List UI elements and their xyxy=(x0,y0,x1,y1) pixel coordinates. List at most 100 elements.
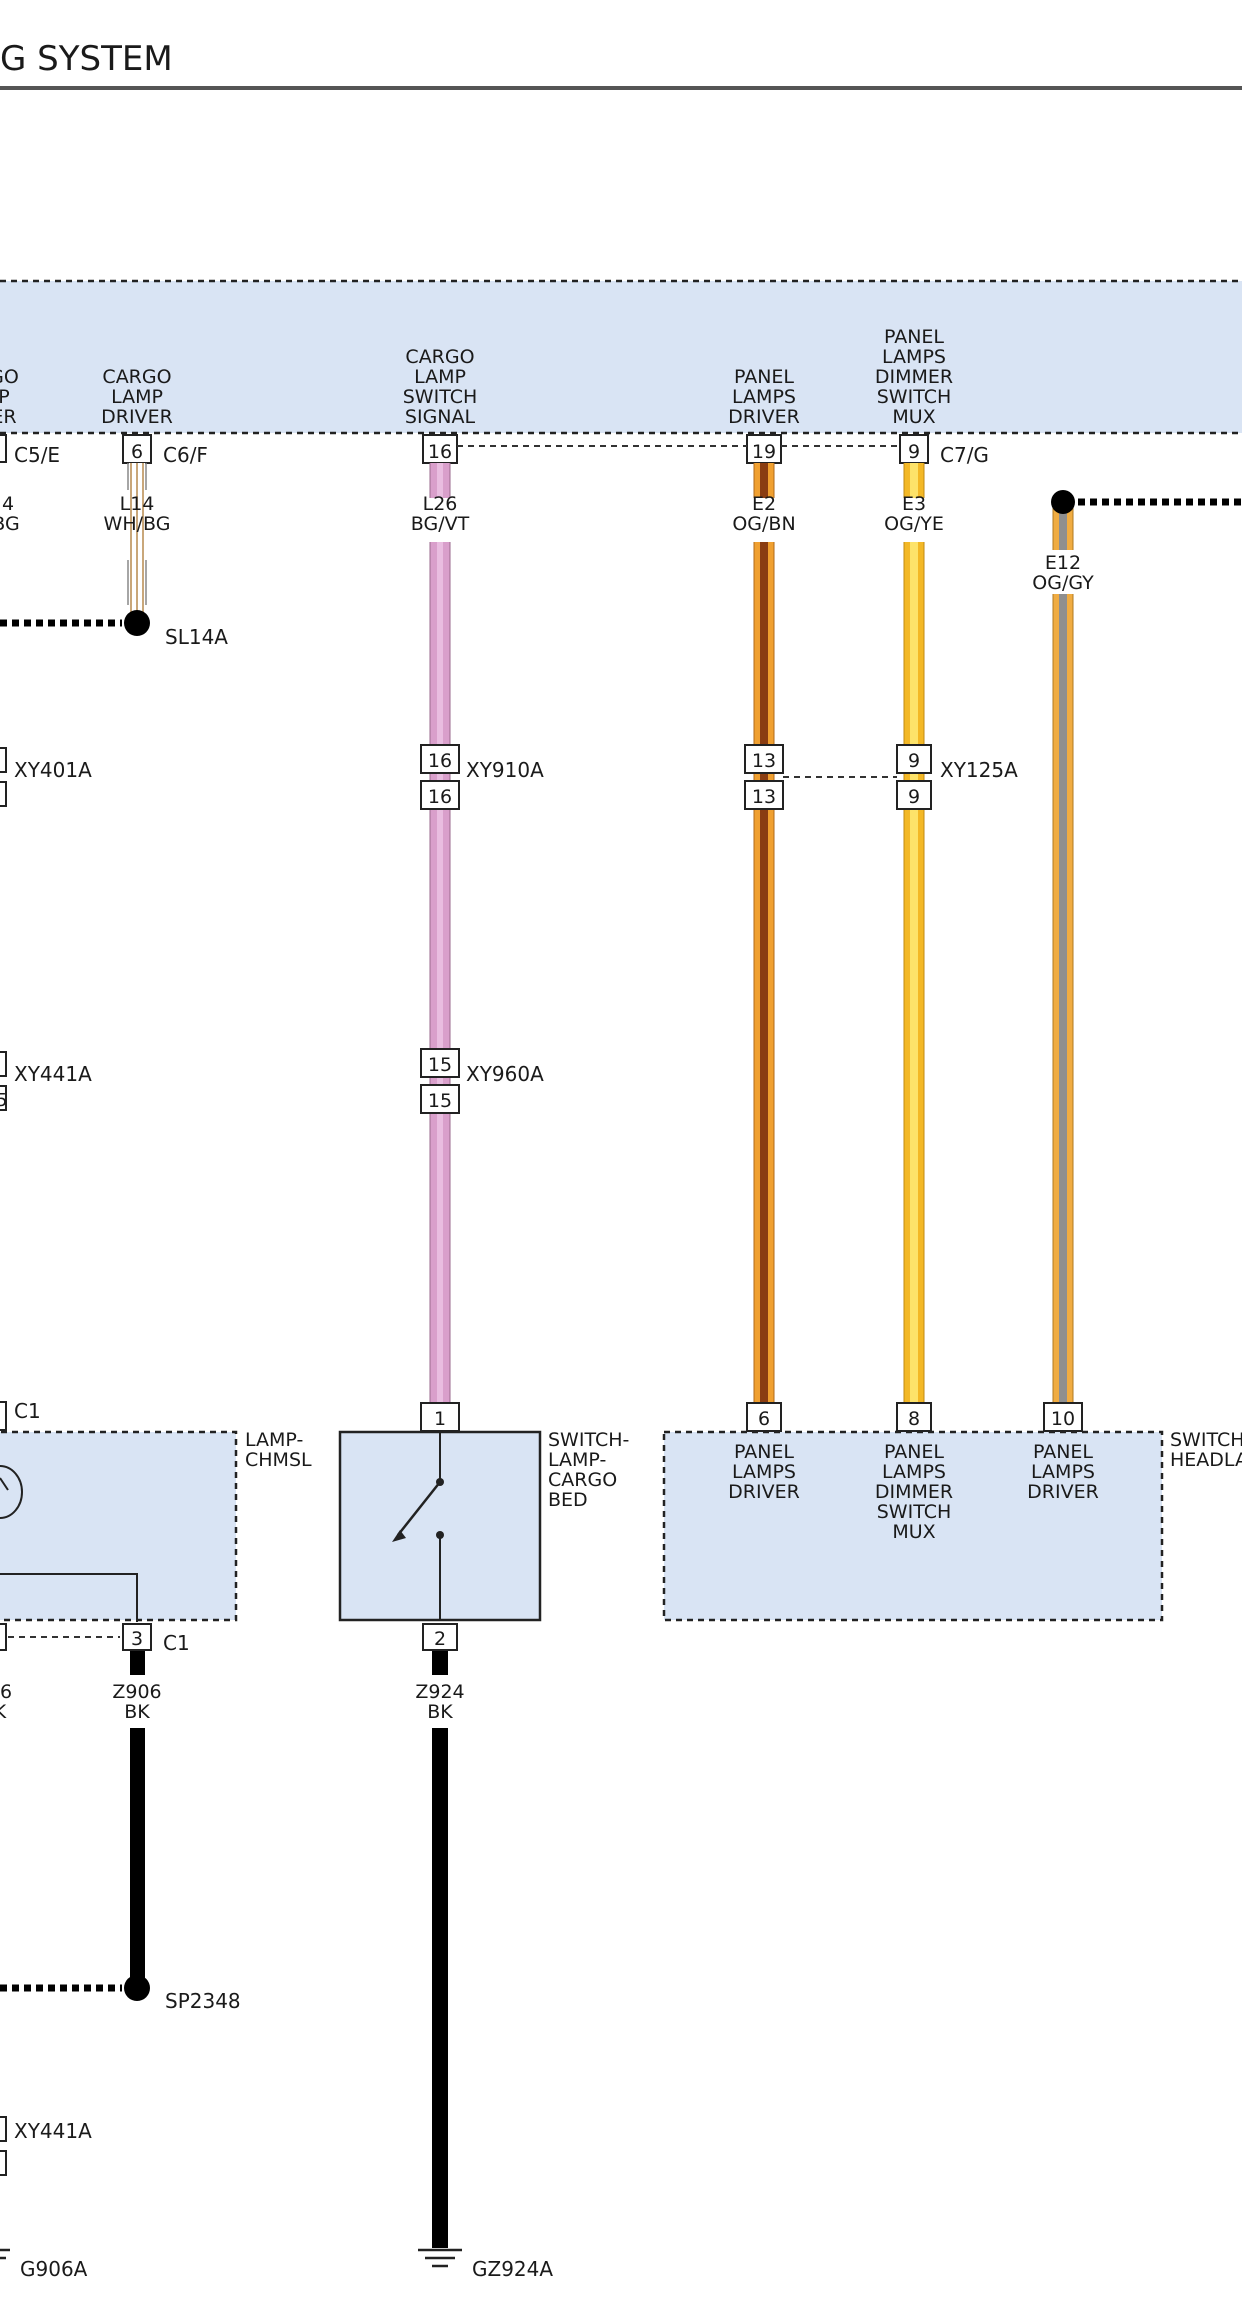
svg-text:LAMPS: LAMPS xyxy=(882,1461,946,1483)
connector-label: XY910A xyxy=(466,758,544,782)
svg-text:1: 1 xyxy=(434,1408,446,1430)
col-label-line: ER xyxy=(0,406,17,428)
svg-text:PANEL: PANEL xyxy=(1033,1441,1093,1463)
svg-text:CHMSL: CHMSL xyxy=(245,1449,312,1471)
ground-label: G906A xyxy=(20,2257,88,2281)
connector-label: C1 xyxy=(14,1399,41,1423)
col-label-line: SWITCH xyxy=(877,386,952,408)
pin-box xyxy=(122,434,152,464)
svg-text:2: 2 xyxy=(434,1628,446,1650)
col-label-line: P xyxy=(0,386,10,408)
svg-text:HEADLA: HEADLA xyxy=(1170,1449,1242,1471)
col-label-line: SIGNAL xyxy=(405,406,476,428)
col-label-line: SWITCH xyxy=(403,386,478,408)
wire-color: K xyxy=(0,1701,7,1723)
wire-label-bg xyxy=(884,498,944,542)
wire-code: Z924 xyxy=(415,1681,464,1703)
splice-label: SP2348 xyxy=(165,1989,241,2013)
wire-z924 xyxy=(432,1651,448,2248)
ground-gz924a: GZ924A xyxy=(418,2248,553,2281)
pin-number: 16 xyxy=(428,441,452,463)
wire-code: Z906 xyxy=(112,1681,161,1703)
svg-text:5: 5 xyxy=(0,1090,7,1111)
svg-text:9: 9 xyxy=(908,786,920,808)
svg-text:SWITCH-: SWITCH- xyxy=(548,1429,629,1451)
svg-text:13: 13 xyxy=(752,786,776,808)
inline-connector-xy401a: XY401A xyxy=(0,747,92,807)
wire-color: OG/YE xyxy=(884,513,944,535)
splice-label: SL14A xyxy=(165,625,228,649)
svg-text:10: 10 xyxy=(1051,1408,1075,1430)
module-col-cargo-lamp-driver: CARGO LAMP DRIVER xyxy=(101,366,173,428)
wire-color: BK xyxy=(427,1701,453,1723)
svg-text:DRIVER: DRIVER xyxy=(1027,1481,1099,1503)
pin-number: 19 xyxy=(752,441,776,463)
col-label-line: PANEL xyxy=(884,326,944,348)
wire-code: E2 xyxy=(752,493,776,515)
svg-text:15: 15 xyxy=(428,1054,452,1076)
svg-text:13: 13 xyxy=(752,750,776,772)
svg-text:15: 15 xyxy=(428,1090,452,1112)
col-label-line: LAMP xyxy=(414,366,466,388)
pin-box xyxy=(0,434,7,463)
inline-connector-xy441a-bottom: XY441A xyxy=(0,2116,92,2176)
component-switch-lamp-cargo-bed: 1 SWITCH- LAMP- CARGO BED 2 xyxy=(338,1402,629,1651)
svg-text:MUX: MUX xyxy=(892,1521,935,1543)
wire-label-bg xyxy=(1026,550,1100,594)
svg-text:LAMP-: LAMP- xyxy=(548,1449,606,1471)
module-col-panel-lamps-dimmer: PANEL LAMPS DIMMER SWITCH MUX xyxy=(875,326,953,428)
col-label-line: LAMPS xyxy=(732,386,796,408)
splice-dot xyxy=(124,1975,150,2001)
ground-g906a: G906A xyxy=(0,2248,88,2281)
connector-label: XY441A xyxy=(14,2119,92,2143)
wire-color: BG xyxy=(0,513,20,535)
svg-text:LAMPS: LAMPS xyxy=(732,1461,796,1483)
col-label-line: PANEL xyxy=(734,366,794,388)
svg-text:PANEL: PANEL xyxy=(734,1441,794,1463)
connector-label: XY441A xyxy=(14,1062,92,1086)
connector-label: XY125A xyxy=(940,758,1018,782)
inline-connector-xy125a: 13 13 9 9 XY125A xyxy=(744,744,1018,810)
svg-text:9: 9 xyxy=(908,750,920,772)
connector-label: C1 xyxy=(163,1631,190,1655)
inline-connector-xy441a-top: 5 XY441A xyxy=(0,1051,92,1111)
inline-connector-xy960a: 15 15 XY960A xyxy=(420,1048,544,1114)
wire-code: L26 xyxy=(423,493,458,515)
wire-color: BG/VT xyxy=(411,513,470,535)
pin-box xyxy=(899,434,929,464)
col-label-line: CARGO xyxy=(405,346,474,368)
col-label-line: DRIVER xyxy=(728,406,800,428)
svg-text:BED: BED xyxy=(548,1489,588,1511)
col-label-line: CARGO xyxy=(102,366,171,388)
col-label-line: DIMMER xyxy=(875,366,953,388)
connector-label: XY401A xyxy=(14,758,92,782)
module-box xyxy=(0,281,1242,433)
module-col-cargo-lamp-switch-signal: CARGO LAMP SWITCH SIGNAL xyxy=(403,346,478,428)
svg-text:3: 3 xyxy=(131,1628,143,1650)
wire-label-bg xyxy=(418,498,464,542)
splice-dot xyxy=(1051,490,1075,514)
svg-text:16: 16 xyxy=(428,750,452,772)
wire-code: 4 xyxy=(2,493,14,515)
col-label-line: DRIVER xyxy=(101,406,173,428)
module-pins: C5/E 6 C6/F 16 19 9 C7/G xyxy=(0,434,989,467)
wire-color: OG/BN xyxy=(732,513,795,535)
module-col-partial: GO P ER xyxy=(0,366,19,428)
splice-dot xyxy=(124,610,150,636)
component-lamp-chmsl: C1 LAMP- CHMSL 3 C1 xyxy=(0,1399,312,1655)
wire-label-bg xyxy=(736,498,796,542)
component-switch-headlamp: 6 8 10 PANEL LAMPS DRIVER PANEL LAMPS DI… xyxy=(662,1402,1242,1622)
connector-label: XY960A xyxy=(466,1062,544,1086)
svg-text:8: 8 xyxy=(908,1408,920,1430)
svg-text:CARGO: CARGO xyxy=(548,1469,617,1491)
wire-color: WH/BG xyxy=(104,513,171,535)
wire-color: BK xyxy=(124,1701,150,1723)
wire-color: OG/GY xyxy=(1032,572,1094,594)
wire-code: L14 xyxy=(120,493,155,515)
connector-label: C5/E xyxy=(14,443,60,467)
inline-connector-xy910a: 16 16 XY910A xyxy=(420,744,544,810)
svg-text:PANEL: PANEL xyxy=(884,1441,944,1463)
page-title: G SYSTEM xyxy=(0,39,173,79)
col-label-line: LAMPS xyxy=(882,346,946,368)
svg-text:16: 16 xyxy=(428,786,452,808)
